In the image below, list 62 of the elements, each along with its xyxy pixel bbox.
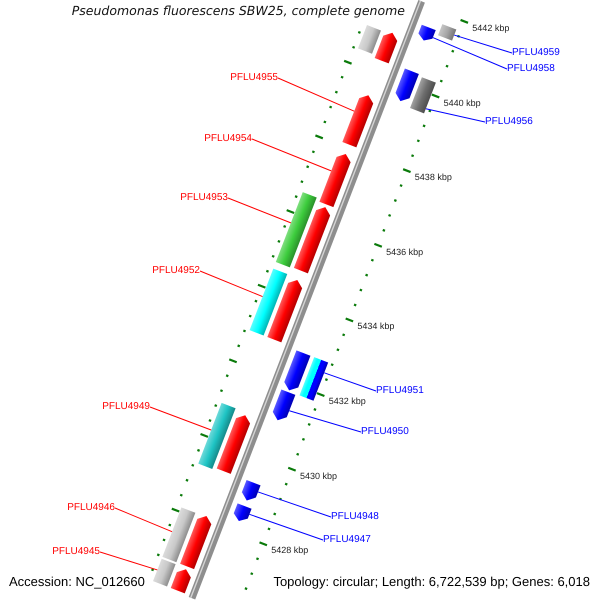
gene-block <box>438 24 456 41</box>
scale-label: 5438 kbp <box>414 172 452 183</box>
leader-line <box>454 34 512 54</box>
genome-stats-text: Topology: circular; Length: 6,722,539 bp; Genes: 6,018 <box>273 574 590 590</box>
leader-line <box>114 508 173 532</box>
leader-line <box>425 108 486 122</box>
gene-block <box>358 25 381 54</box>
gene-block <box>410 77 436 114</box>
leader-line <box>432 37 508 70</box>
gene-block <box>299 357 328 401</box>
scale-label: 5432 kbp <box>328 396 366 407</box>
gene-label: PFLU4947 <box>323 534 371 546</box>
pointed-gene-block <box>342 95 374 148</box>
gene-block <box>153 558 176 587</box>
gene-label: PFLU4959 <box>512 47 560 59</box>
scale-label: 5436 kbp <box>386 246 424 258</box>
gene-block <box>198 402 236 469</box>
pointed-gene-block <box>284 350 310 390</box>
leader-line <box>150 406 212 430</box>
scale-label: 5434 kbp <box>357 321 394 332</box>
gene-block <box>250 268 288 336</box>
gene-label: PFLU4951 <box>376 385 424 397</box>
leader-line <box>200 270 264 298</box>
scale-label: 5428 kbp <box>271 545 308 556</box>
pointed-gene-block <box>319 154 351 208</box>
pointed-gene-block <box>418 24 436 40</box>
leader-line <box>100 552 158 570</box>
gene-label: PFLU4946 <box>67 502 115 514</box>
gene-label: PFLU4949 <box>102 401 150 413</box>
pointed-gene-block <box>374 32 398 64</box>
pointed-gene-block <box>170 569 191 594</box>
pointed-gene-block <box>267 280 302 342</box>
pointed-gene-block <box>396 68 419 102</box>
gene-label: PFLU4945 <box>52 546 100 558</box>
leader-line <box>228 198 292 224</box>
gene-label: PFLU4955 <box>230 72 278 84</box>
accession-text: Accession: NC_012660 <box>9 574 145 590</box>
leader-line <box>278 78 355 112</box>
pointed-gene-block <box>180 516 212 570</box>
leader-line <box>288 410 362 432</box>
pointed-gene-block <box>294 207 330 274</box>
gene-label: PFLU4948 <box>331 511 379 523</box>
scale-label: 5440 kbp <box>444 98 481 108</box>
leader-line <box>324 372 376 392</box>
pointed-gene-block <box>216 415 250 474</box>
leader-line <box>248 514 324 540</box>
scale-label: 5442 kbp <box>472 22 510 34</box>
pointed-gene-block <box>272 390 296 420</box>
leader-line <box>252 138 332 172</box>
gene-label: PFLU4954 <box>204 133 252 145</box>
map-title: Pseudomonas fluorescens SBW25, complete genome <box>72 3 405 18</box>
scale-label: 5430 kbp <box>300 470 338 482</box>
gene-label: PFLU4956 <box>485 116 533 128</box>
gene-block <box>162 507 196 562</box>
leader-line <box>258 491 332 518</box>
gene-label: PFLU4952 <box>152 265 200 277</box>
gene-label: PFLU4953 <box>180 192 228 204</box>
gene-label: PFLU4958 <box>507 63 555 75</box>
gene-label: PFLU4950 <box>361 426 409 438</box>
pointed-gene-block <box>242 480 261 500</box>
pointed-gene-block <box>234 503 252 521</box>
gene-block <box>276 192 317 268</box>
